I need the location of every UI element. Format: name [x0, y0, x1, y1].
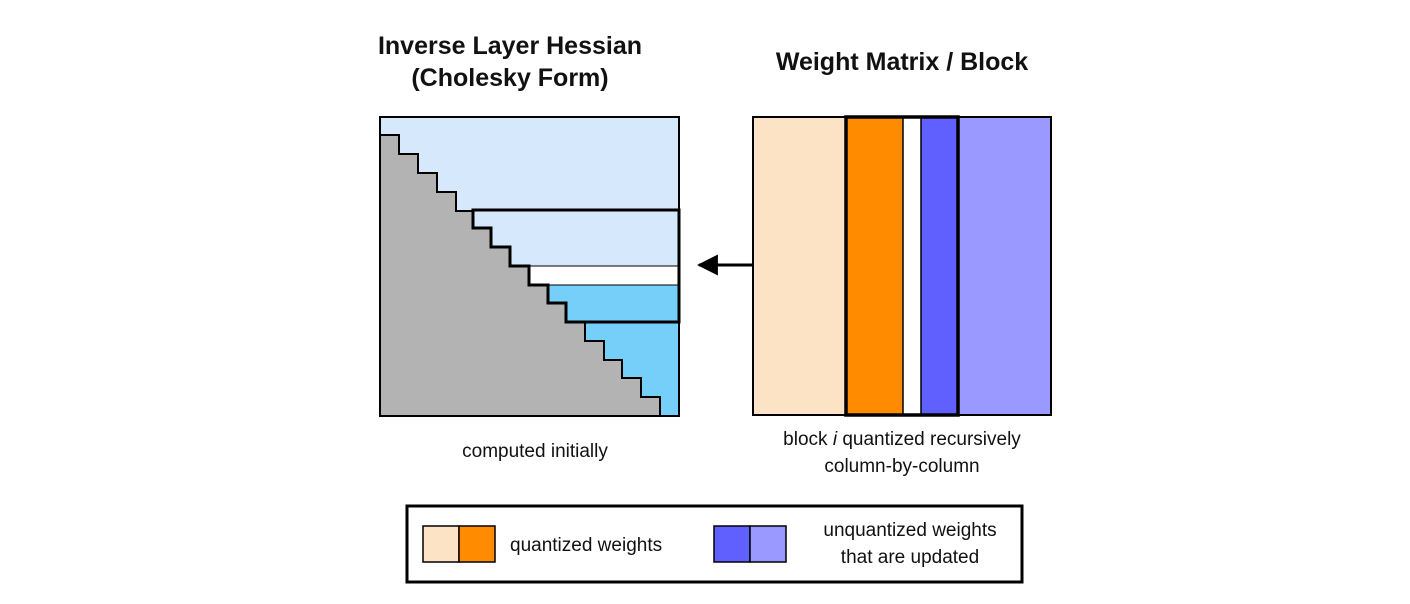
hessian-title-line1: Inverse Layer Hessian: [377, 32, 643, 60]
legend-box: [405, 504, 1024, 584]
hessian-block-outline: [471, 208, 681, 324]
hessian-lower-gray-region: [380, 135, 660, 416]
hessian-title: Inverse Layer Hessian (Cholesky Form): [330, 30, 690, 94]
hessian-title-line2: (Cholesky Form): [411, 64, 609, 92]
hessian-caption: computed initially: [462, 441, 608, 462]
legend-quantized-label: quantized weights: [510, 535, 663, 556]
weight-unquantized-right: [958, 117, 1051, 415]
weight-caption-suffix: quantized recursively: [837, 429, 1021, 450]
hessian-matrix: [379, 116, 681, 417]
weight-caption-var: i: [832, 429, 838, 450]
hessian-cyan-region: [548, 285, 679, 416]
weight-block-blue: [921, 117, 958, 415]
weight-quantized-left: [753, 117, 846, 415]
hessian-border: [379, 116, 680, 417]
weight-block-orange: [846, 117, 903, 415]
legend-unquantized-label: unquantized weights that are updated: [800, 517, 1020, 571]
weight-caption: block i quantized recursively column-by-…: [722, 426, 1082, 480]
legend-swatch-blue: [713, 525, 751, 563]
weight-block-white: [903, 117, 921, 415]
weight-caption-line1: block i quantized recursively: [722, 426, 1082, 453]
legend-unquantized-line2: that are updated: [840, 547, 980, 568]
weight-matrix-title: Weight Matrix / Block: [775, 48, 1029, 76]
weight-block-outline: [844, 115, 960, 417]
weight-caption-line2: column-by-column: [824, 456, 980, 477]
hessian-white-row: [529, 266, 679, 285]
legend-swatch-peach: [422, 525, 460, 563]
legend-unquantized-line1: unquantized weights: [823, 520, 997, 541]
weight-matrix: [752, 115, 1052, 417]
legend-swatch-lavender: [749, 525, 787, 563]
legend-swatch-orange: [458, 525, 496, 563]
weight-caption-prefix: block: [783, 429, 833, 450]
